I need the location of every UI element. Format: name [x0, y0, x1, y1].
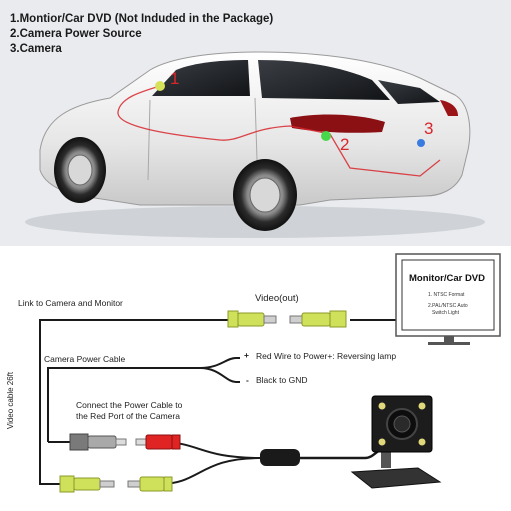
power-marker-dot [321, 131, 331, 141]
monitor-marker-dot [155, 81, 165, 91]
cable-junction [260, 449, 300, 466]
monitor-line1: 1. NTSC Format [428, 292, 465, 298]
rca-connector-camera-1 [59, 475, 115, 493]
car-illustration-panel: 1.Montior/Car DVD (Not Induded in the Pa… [0, 0, 511, 246]
red-wire-label: Red Wire to Power+: Reversing lamp [256, 351, 397, 361]
camera-cable-bottom [159, 457, 261, 485]
cable-route [117, 85, 441, 177]
rca-connector-video-1 [227, 310, 277, 328]
power-cable-label: Camera Power Cable [44, 354, 126, 364]
video-out-label: Video(out) [255, 293, 299, 304]
connect-note-line1: Connect the Power Cable to [76, 400, 183, 410]
monitor-title: Monitor/Car DVD [409, 273, 485, 284]
tail-light-right [440, 100, 458, 116]
car-rear-window [258, 60, 390, 100]
power-connector-red [135, 434, 181, 450]
monitor-line3: Switch Light [432, 310, 459, 316]
car-back-glass [378, 80, 440, 104]
rca-connector-video-2 [289, 310, 347, 328]
marker-1: 1 [170, 69, 179, 88]
legend-item-camera: 3.Camera [10, 43, 62, 55]
car-front-window [152, 60, 250, 96]
legend-item-power-source: 2.Camera Power Source [10, 28, 142, 40]
monitor-line2: 2.PAL/NTSC Auto [428, 303, 468, 309]
camera-marker-dot [417, 139, 425, 147]
monitor-illustration [395, 253, 501, 345]
rear-wheel [233, 159, 297, 231]
connect-note-line2: the Red Port of the Camera [76, 411, 180, 421]
front-wheel [54, 137, 106, 203]
plus-sign: + [244, 350, 249, 360]
video-cable [39, 319, 230, 485]
legend-item-monitor: 1.Montior/Car DVD (Not Induded in the Pa… [10, 13, 274, 25]
legend: 1.Montior/Car DVD (Not Induded in the Pa… [10, 12, 273, 57]
black-wire-label: Black to GND [256, 375, 308, 385]
rca-connector-camera-2 [127, 476, 173, 492]
wiring-diagram: Link to Camera and Monitor Video(out) Ca… [0, 246, 511, 511]
marker-3: 3 [424, 119, 433, 138]
vertical-cable-label: Video cable 26ft [6, 371, 16, 430]
camera-lead [300, 448, 381, 460]
minus-sign: - [246, 375, 249, 385]
link-label: Link to Camera and Monitor [18, 298, 123, 308]
wiring-lines [39, 253, 501, 493]
reversing-camera [350, 395, 442, 489]
tail-light [290, 114, 385, 133]
car-drawing: 1 2 3 [25, 51, 485, 238]
power-connector-grey [69, 433, 127, 451]
marker-2: 2 [340, 135, 349, 154]
